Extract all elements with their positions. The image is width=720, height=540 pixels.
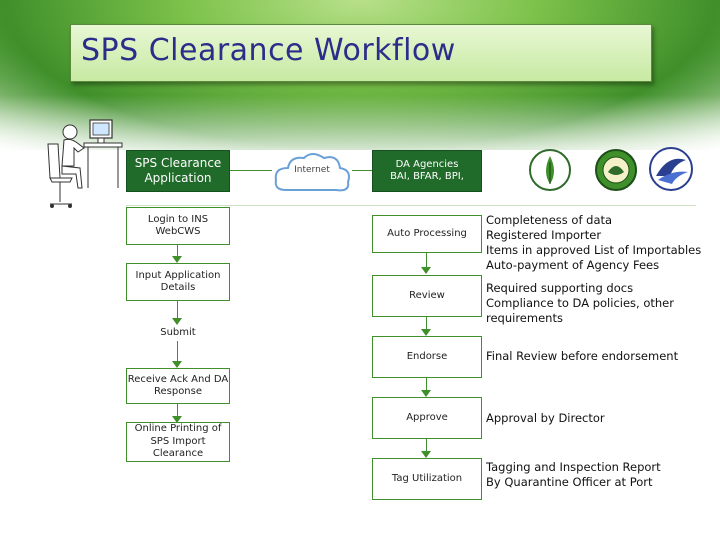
header-fade (0, 95, 720, 165)
connector-login-input (177, 245, 178, 258)
approve-label: Approve (406, 411, 448, 423)
title-banner: SPS Clearance Workflow (70, 24, 652, 82)
da-agencies-box: DA Agencies BAI, BFAR, BPI, (372, 150, 482, 192)
login-label: Login to INS WebCWS (147, 213, 209, 238)
note-line: Auto-payment of Agency Fees (486, 257, 660, 272)
tag-utilization-box: Tag Utilization (372, 458, 482, 500)
arrow-input-submit (172, 318, 182, 325)
arrow-endorse-approve (421, 390, 431, 397)
approve-notes: Approval by Director (486, 411, 605, 426)
connector-internet-agencies (352, 170, 372, 171)
internet-cloud: Internet (272, 150, 352, 196)
arrow-receive-print (172, 416, 182, 423)
endorse-notes: Final Review before endorsement (486, 349, 678, 364)
connector-review-endorse (426, 317, 427, 331)
submit-label: Submit (160, 327, 196, 338)
receive-box: Receive Ack And DA Response (126, 368, 230, 404)
connector-app-internet (230, 170, 272, 171)
connector-submit-receive (177, 341, 178, 365)
bpi-leaf-logo-icon (529, 149, 571, 191)
note-line: Final Review before endorsement (486, 349, 679, 363)
application-label: SPS Clearance Application (134, 156, 222, 185)
note-line: Compliance to DA policies, other (486, 295, 674, 310)
input-box: Input Application Details (126, 263, 230, 301)
page-title: SPS Clearance Workflow (81, 33, 456, 68)
connector-receive-print (177, 404, 178, 420)
arrow-login-input (172, 256, 182, 263)
note-line: Items in approved List of Importables (486, 242, 702, 257)
connector-input-submit (177, 301, 178, 323)
approve-box: Approve (372, 397, 482, 439)
note-line: Tagging and Inspection Report (486, 460, 661, 474)
connector-approve-tag (426, 439, 427, 453)
endorse-box: Endorse (372, 336, 482, 378)
note-line: Completeness of data (486, 213, 613, 227)
endorse-label: Endorse (406, 350, 448, 362)
note-line: Registered Importer (486, 227, 602, 242)
input-label: Input Application Details (135, 269, 221, 294)
user-at-computer-icon (47, 119, 123, 208)
receive-label: Receive Ack And DA Response (127, 373, 229, 398)
print-label: Online Printing of SPS Import Clearance (134, 423, 222, 460)
arrow-submit-receive (172, 361, 182, 368)
bai-seal-logo-icon (595, 149, 637, 191)
auto-notes: Completeness of data Registered Importer… (486, 213, 701, 273)
agencies-line2: BAI, BFAR, BPI, (390, 171, 464, 182)
sps-clearance-application-box: SPS Clearance Application (126, 150, 230, 192)
arrow-approve-tag (421, 451, 431, 458)
print-box: Online Printing of SPS Import Clearance (126, 422, 230, 462)
note-line: By Quarantine Officer at Port (486, 474, 653, 489)
connector-endorse-approve (426, 378, 427, 392)
auto-label: Auto Processing (387, 227, 467, 239)
bfar-fish-logo-icon (649, 147, 693, 191)
internet-label: Internet (294, 165, 330, 175)
auto-processing-box: Auto Processing (372, 215, 482, 253)
arrow-review-endorse (421, 329, 431, 336)
connector-auto-review (426, 253, 427, 269)
tag-label: Tag Utilization (391, 472, 463, 484)
agencies-line1: DA Agencies (395, 158, 459, 170)
login-box: Login to INS WebCWS (126, 207, 230, 245)
note-line: Required supporting docs (486, 281, 634, 295)
note-line: Approval by Director (486, 411, 605, 425)
internet-cloud-icon (274, 153, 350, 192)
review-label: Review (409, 289, 445, 301)
review-box: Review (372, 275, 482, 317)
arrow-auto-review (421, 267, 431, 274)
tag-notes: Tagging and Inspection Report By Quarant… (486, 460, 661, 490)
review-notes: Required supporting docs Compliance to D… (486, 281, 674, 326)
note-line: requirements (486, 310, 563, 325)
top-separator (126, 205, 696, 206)
